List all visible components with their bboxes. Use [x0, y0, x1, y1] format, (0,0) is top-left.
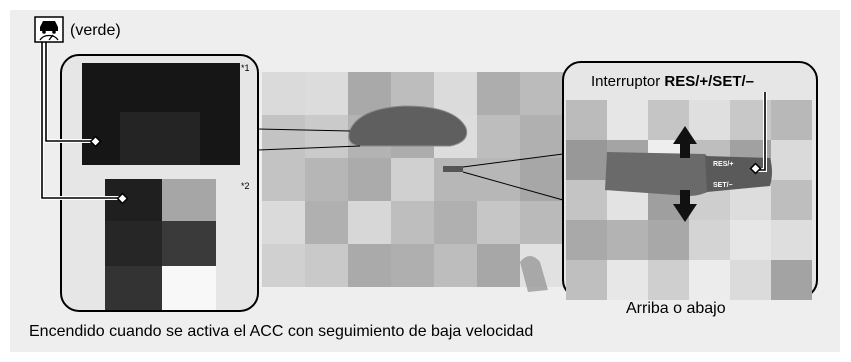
image-pixel-block: [689, 260, 730, 300]
cluster-display-2: [105, 179, 216, 310]
image-pixel-block: [391, 244, 434, 287]
image-pixel-block: [730, 260, 771, 300]
image-pixel-block: [648, 220, 689, 260]
image-pixel-block: [305, 201, 348, 244]
down-arrow-icon: [673, 190, 697, 222]
indicator-pointer-line: [45, 42, 95, 142]
steering-switch: [443, 166, 463, 172]
dashboard-image: [262, 72, 563, 287]
instrument-cluster-shape: [348, 105, 468, 147]
image-pixel-block: [391, 158, 434, 201]
note-2: *2: [241, 181, 250, 191]
switch-body: [605, 152, 712, 196]
image-pixel-block: [262, 115, 305, 158]
image-pixel-block: [566, 180, 607, 220]
image-pixel-block: [520, 158, 563, 201]
image-pixel-block: [771, 100, 812, 140]
callout-line: [462, 171, 564, 201]
image-pixel-block: [434, 158, 477, 201]
image-pixel-block: [305, 158, 348, 201]
image-pixel-block: [348, 72, 391, 115]
image-pixel-block: [262, 201, 305, 244]
image-pixel-block: [689, 220, 730, 260]
image-pixel-block: [348, 158, 391, 201]
image-pixel-block: [477, 158, 520, 201]
image-pixel-block: [607, 260, 648, 300]
image-pixel-block: [477, 72, 520, 115]
callout-line: [257, 145, 361, 151]
image-pixel-block: [262, 72, 305, 115]
image-pixel-block: [607, 100, 648, 140]
res-label: RES/+: [713, 161, 733, 168]
image-pixel-block: [520, 201, 563, 244]
pointer-dot: [89, 135, 102, 148]
indicator-pointer-line: [41, 42, 122, 199]
up-down-label: Arriba o abajo: [626, 300, 726, 317]
image-pixel-block: [648, 260, 689, 300]
image-pixel-block: [566, 260, 607, 300]
pointer-dot: [116, 192, 129, 205]
image-pixel-block: [262, 158, 305, 201]
image-pixel-block: [477, 244, 520, 287]
display-1-highlight: [120, 112, 200, 165]
image-pixel-block: [348, 244, 391, 287]
note-1: *1: [241, 63, 250, 73]
image-pixel-block: [520, 115, 563, 158]
callout-line: [462, 153, 564, 168]
acc-low-speed-follow-icon: [34, 16, 64, 43]
image-pixel-block: [391, 201, 434, 244]
indicator-color-label: (verde): [70, 22, 121, 39]
image-pixel-block: [771, 220, 812, 260]
image-pixel-block: [771, 180, 812, 220]
gear-lever-shape: [520, 256, 548, 292]
switch-title: Interruptor RES/+/SET/–: [591, 73, 754, 90]
image-pixel-block: [566, 220, 607, 260]
image-pixel-block: [771, 260, 812, 300]
switch-title-bold: RES/+/SET/–: [664, 73, 754, 90]
image-pixel-block: [689, 100, 730, 140]
image-pixel-block: [477, 201, 520, 244]
image-pixel-block: [566, 100, 607, 140]
up-arrow-icon: [673, 126, 697, 158]
image-pixel-block: [262, 244, 305, 287]
image-pixel-block: [434, 244, 477, 287]
caption: Encendido cuando se activa el ACC con se…: [29, 323, 534, 340]
image-pixel-block: [771, 140, 812, 180]
image-pixel-block: [305, 244, 348, 287]
callout-line: [257, 128, 351, 132]
image-pixel-block: [477, 115, 520, 158]
image-pixel-block: [305, 115, 348, 158]
switch-title-prefix: Interruptor: [591, 73, 665, 90]
image-pixel-block: [607, 220, 648, 260]
image-pixel-block: [434, 72, 477, 115]
pointer-dot: [749, 162, 762, 175]
image-pixel-block: [730, 220, 771, 260]
set-label: SET/−: [713, 182, 733, 189]
image-pixel-block: [520, 72, 563, 115]
image-pixel-block: [566, 140, 607, 180]
image-pixel-block: [348, 201, 391, 244]
image-pixel-block: [434, 201, 477, 244]
image-pixel-block: [305, 72, 348, 115]
